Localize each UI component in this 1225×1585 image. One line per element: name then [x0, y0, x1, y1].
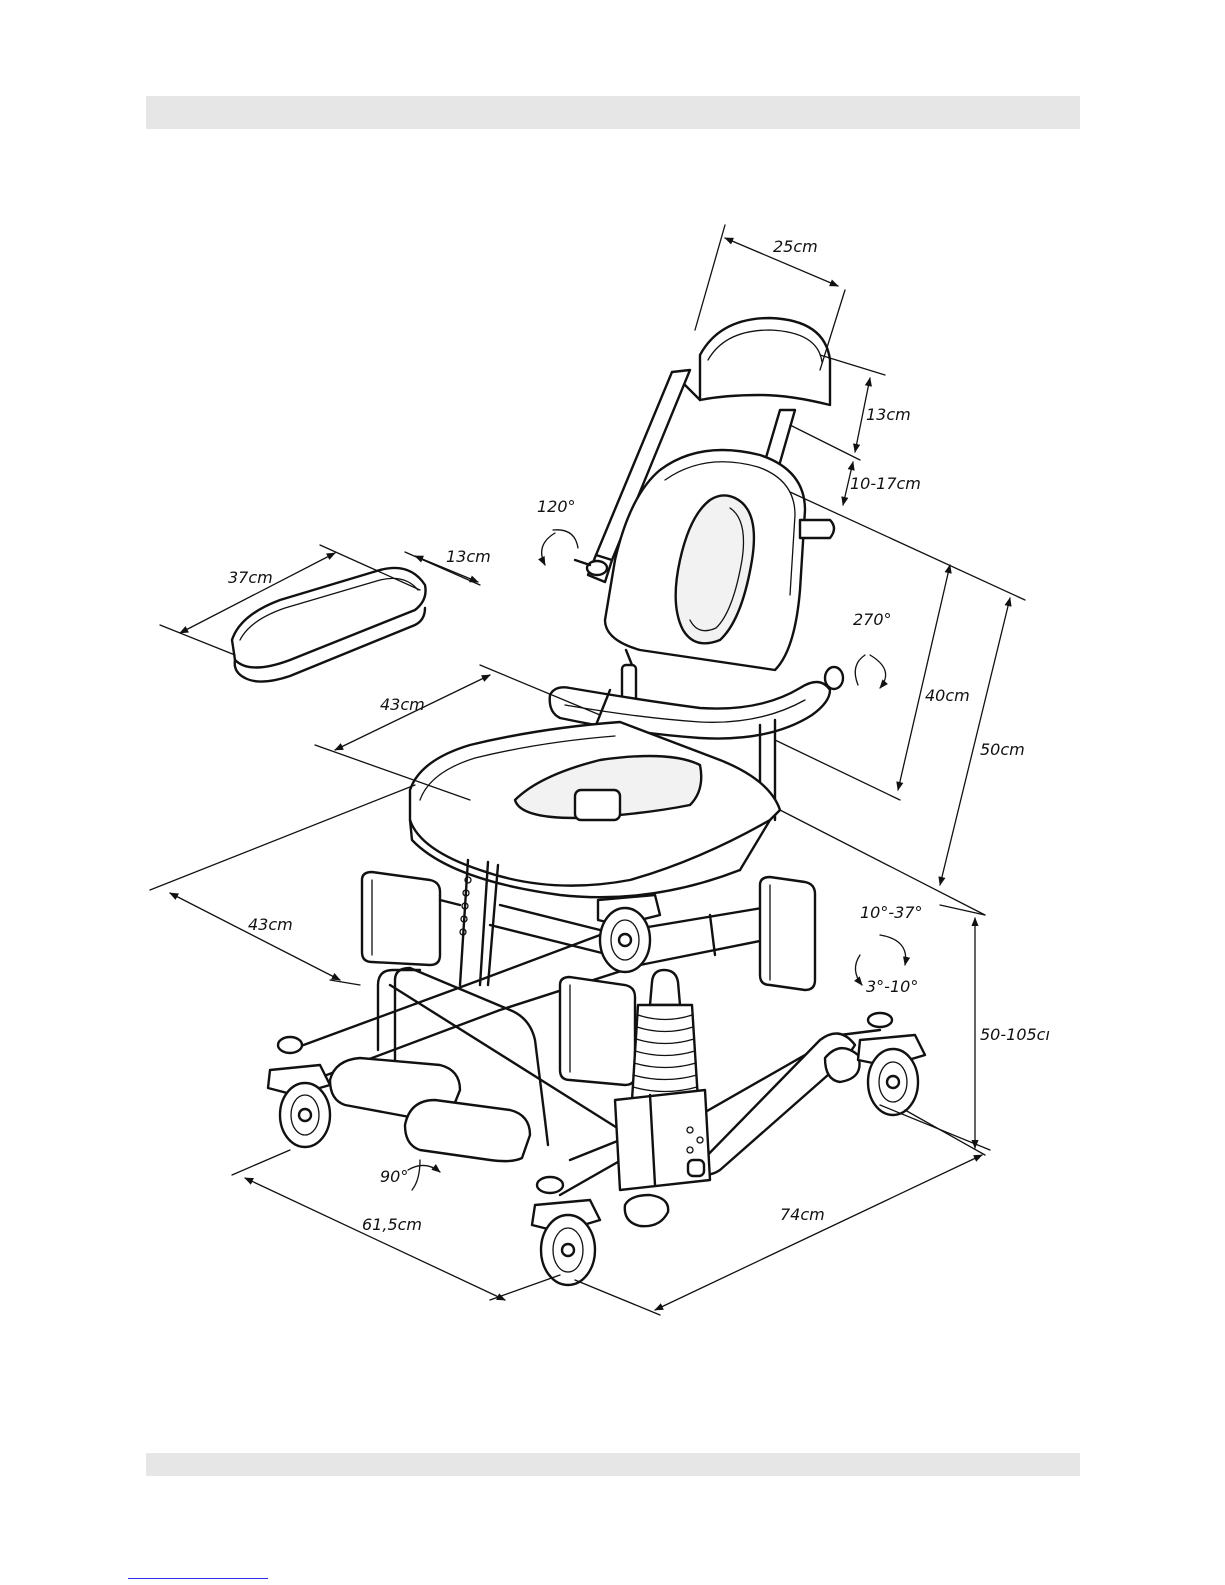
label-backrest-height: 40cm [925, 686, 970, 705]
back-pivot-left [575, 560, 607, 575]
label-back-rotate: 120° [537, 497, 576, 516]
label-armpad-length: 37cm [228, 568, 273, 587]
label-seat-height: 50-105cı [980, 1025, 1050, 1044]
caster-front-right [532, 1177, 600, 1285]
side-support-left [362, 872, 460, 965]
label-back-total-height: 50cm [980, 740, 1025, 759]
label-headrest-adjust: 10-17cm [850, 474, 921, 493]
label-seat-width: 43cm [248, 915, 293, 934]
side-support-mid [560, 977, 635, 1085]
label-tilt-back: 10°-37° [860, 903, 923, 922]
label-armrest-rotate: 270° [853, 610, 892, 629]
caster-rear-right [858, 1013, 925, 1115]
caster-front-left [268, 1037, 330, 1147]
label-headrest-width: 25cm [773, 237, 818, 256]
label-tilt-forward: 3°-10° [866, 977, 918, 996]
label-footrest-rotate: 90° [380, 1167, 408, 1186]
label-armpad-width: 13cm [446, 547, 491, 566]
caster-rear-mid [598, 895, 660, 972]
chair-line-art [232, 318, 925, 1285]
side-support-right [760, 877, 815, 990]
label-seat-depth: 43cm [380, 695, 425, 714]
label-base-width: 61,5cm [362, 1215, 422, 1234]
headrest [680, 318, 830, 405]
back-pivot-right [800, 520, 843, 689]
label-base-length: 74cm [780, 1205, 825, 1224]
label-headrest-height: 13cm [866, 405, 911, 424]
